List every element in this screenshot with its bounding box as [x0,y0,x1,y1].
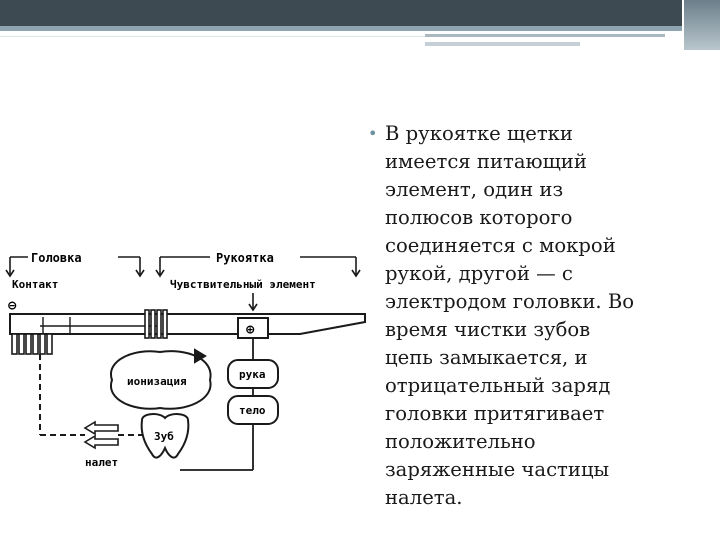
dashed-circuit [39,354,142,436]
body-label: тело [239,404,266,417]
decor-line [425,42,580,46]
sensor-label: Чувствительный элемент [170,278,316,291]
hand-label: рука [239,368,266,381]
toothbrush [9,309,366,339]
sensor-arrow [248,293,258,312]
decor-line [425,34,665,37]
plaque-label: налет [85,456,118,469]
ionization-cloud [109,348,212,410]
handle-label: Рукоятка [216,251,274,265]
circuit-wire [180,338,254,471]
body-box [227,395,279,425]
title-bar-corner [684,0,720,50]
handle-bracket [155,256,361,278]
toothbrush-diagram: Головка Рукоятка Контакт Чувствительный … [5,251,366,471]
head-bracket [5,256,145,278]
bullet-item: • В рукоятке щетки имеется питающий элем… [368,120,695,512]
title-bar [0,0,720,50]
tooth-icon [140,413,190,459]
contact-label: Контакт [12,278,58,291]
plus-sign: ⊕ [246,322,255,338]
hand-box [227,359,279,389]
title-bar-divider [682,0,684,50]
decor-line [0,36,425,37]
minus-sign: ⊖ [8,298,17,314]
head-label: Головка [31,251,82,265]
tooth-label: Зуб [154,430,174,443]
bristles [11,333,53,355]
plaque-arrows-icon [83,420,119,450]
bullet-icon: • [368,124,378,143]
ionization-label: ионизация [127,375,187,388]
title-bar-accent [0,26,720,31]
bullet-text: В рукоятке щетки имеется питающий элемен… [385,122,635,509]
